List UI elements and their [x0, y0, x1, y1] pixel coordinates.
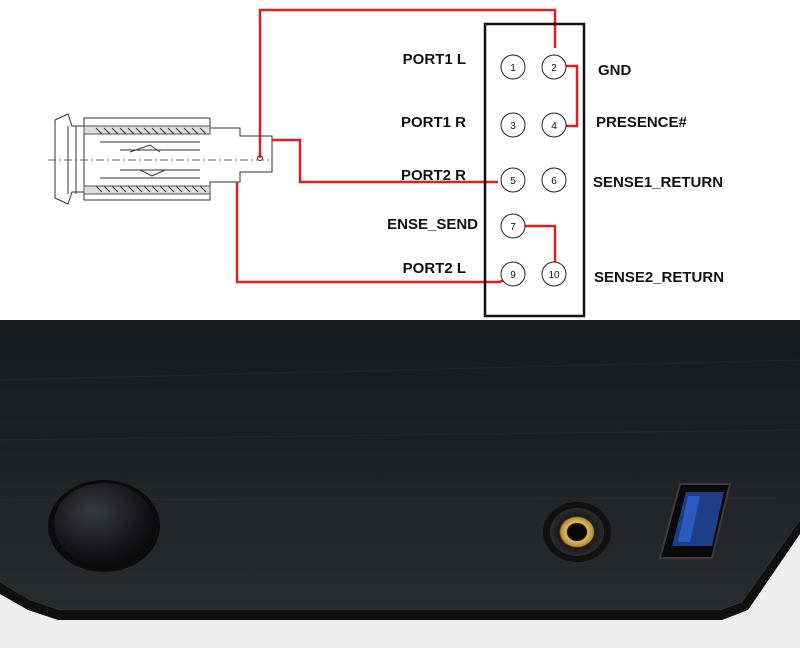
label-sense1-return: SENSE1_RETURN	[593, 174, 723, 191]
label-port2-r: PORT2 R	[401, 167, 466, 184]
pin-7-label: 7	[510, 222, 516, 233]
pin-2	[541, 54, 567, 80]
pin-9	[500, 261, 526, 287]
pin-5-label: 5	[510, 176, 516, 187]
jack-cross-section	[48, 113, 273, 205]
headphone-jack[interactable]	[543, 502, 611, 562]
label-port1-l: PORT1 L	[403, 51, 466, 68]
label-port2-l: PORT2 L	[403, 260, 466, 277]
case-photo-svg	[0, 320, 800, 648]
label-presence: PRESENCE#	[596, 114, 688, 131]
pin-4	[541, 112, 567, 138]
label-gnd: GND	[598, 62, 632, 79]
label-sense-send: ENSE_SEND	[387, 216, 478, 233]
label-port1-r: PORT1 R	[401, 114, 466, 131]
pinout-svg: 1 2 3 4 5 6 7 9 10 PORT1 L PORT1 R PORT2…	[48, 8, 724, 318]
pinout-diagram: 1 2 3 4 5 6 7 9 10 PORT1 L PORT1 R PORT2…	[0, 0, 800, 320]
power-button[interactable]	[48, 480, 160, 572]
pin-6	[541, 167, 567, 193]
pin-1	[500, 54, 526, 80]
pin-3-label: 3	[510, 121, 516, 132]
pin-5	[500, 167, 526, 193]
wire-gnd-presence	[565, 64, 579, 128]
usb-port[interactable]	[658, 483, 732, 559]
pin-3	[500, 112, 526, 138]
wire-port2-r	[272, 138, 498, 184]
pin-7	[500, 213, 526, 239]
case-photo	[0, 320, 800, 648]
wire-gnd	[258, 8, 557, 158]
pin-1-label: 1	[510, 63, 516, 74]
pin-4-label: 4	[551, 121, 557, 132]
header-outline	[483, 22, 586, 318]
pin-10-label: 10	[548, 270, 560, 281]
label-sense2-return: SENSE2_RETURN	[594, 269, 724, 286]
pin-9-label: 9	[510, 270, 516, 281]
pin-10	[541, 261, 567, 287]
header-pins	[500, 54, 567, 287]
pin-2-label: 2	[551, 63, 557, 74]
wire-sense-loop	[524, 224, 557, 262]
pin-6-label: 6	[551, 176, 557, 187]
